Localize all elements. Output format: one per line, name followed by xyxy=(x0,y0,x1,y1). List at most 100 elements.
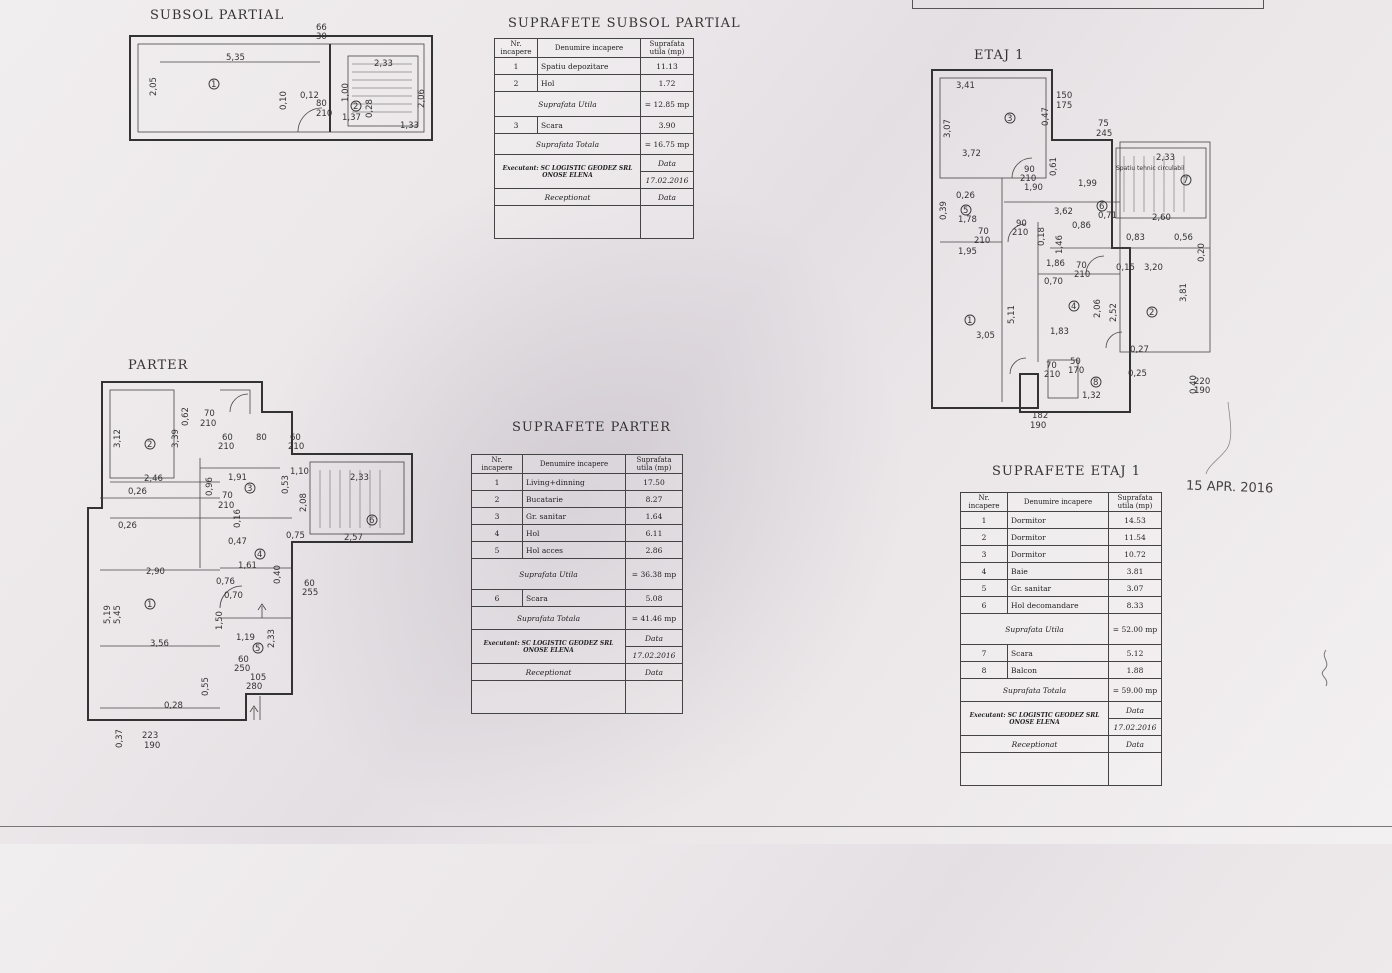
svg-text:2,06: 2,06 xyxy=(1093,299,1103,318)
svg-text:210: 210 xyxy=(218,442,234,452)
svg-text:1,19: 1,19 xyxy=(236,633,255,643)
svg-text:3: 3 xyxy=(1007,114,1012,124)
svg-text:1,32: 1,32 xyxy=(1082,391,1101,401)
svg-text:2,05: 2,05 xyxy=(149,77,159,96)
svg-text:3,41: 3,41 xyxy=(956,81,975,91)
svg-text:1,83: 1,83 xyxy=(1050,327,1069,337)
svg-text:0,26: 0,26 xyxy=(118,521,137,531)
svg-text:6: 6 xyxy=(369,516,374,526)
svg-text:170: 170 xyxy=(1068,366,1084,376)
total-row: Suprafata Totala = 59.00 mp xyxy=(960,678,1162,702)
svg-text:70: 70 xyxy=(222,491,233,501)
svg-text:0,75: 0,75 xyxy=(286,531,305,541)
svg-text:3,07: 3,07 xyxy=(943,119,953,138)
svg-text:6: 6 xyxy=(1099,202,1104,212)
svg-text:1,50: 1,50 xyxy=(215,611,225,630)
area-table-parter: Nr. incapere Denumire incapere Suprafata… xyxy=(471,454,683,714)
util-row: Suprafata Utila = 36.38 mp xyxy=(471,558,683,590)
svg-text:90: 90 xyxy=(1024,165,1035,175)
svg-text:2,33: 2,33 xyxy=(350,473,369,483)
svg-text:0,70: 0,70 xyxy=(224,591,243,601)
svg-text:0,37: 0,37 xyxy=(115,729,125,748)
svg-text:0,18: 0,18 xyxy=(1037,227,1047,246)
svg-text:50: 50 xyxy=(1070,357,1081,367)
svg-text:3,39: 3,39 xyxy=(171,429,181,448)
svg-text:1,00: 1,00 xyxy=(341,83,351,102)
svg-text:2,33: 2,33 xyxy=(267,629,277,648)
svg-text:5,45: 5,45 xyxy=(113,605,123,624)
table-title-subsol: SUPRAFETE SUBSOL PARTIAL xyxy=(508,16,741,31)
svg-text:210: 210 xyxy=(288,442,304,452)
plan-title-etaj: ETAJ 1 xyxy=(974,48,1025,63)
svg-text:210: 210 xyxy=(974,236,990,246)
svg-text:0,47: 0,47 xyxy=(228,537,247,547)
svg-text:1,33: 1,33 xyxy=(400,121,419,131)
svg-text:220: 220 xyxy=(1194,377,1210,387)
svg-text:245: 245 xyxy=(1096,129,1112,139)
svg-text:0,96: 0,96 xyxy=(205,477,215,496)
svg-text:182: 182 xyxy=(1032,411,1048,421)
receptionat-row: Receptionat Data xyxy=(471,663,683,681)
area-table-subsol: Nr. incapere Denumire incapere Suprafata… xyxy=(494,38,694,239)
svg-text:280: 280 xyxy=(246,682,262,692)
svg-text:0,25: 0,25 xyxy=(1128,369,1147,379)
col-header-denumire: Denumire incapere xyxy=(537,38,641,58)
svg-text:210: 210 xyxy=(1020,174,1036,184)
util-row: Suprafata Utila = 52.00 mp xyxy=(960,613,1162,645)
svg-text:1,95: 1,95 xyxy=(958,247,977,257)
executant-row: Executant: SC LOGISTIC GEODEZ SRL ONOSE … xyxy=(471,629,683,664)
svg-text:5,19: 5,19 xyxy=(103,605,113,624)
col-header-suprafata: Suprafata utila (mp) xyxy=(1108,492,1162,512)
svg-text:1,61: 1,61 xyxy=(238,561,257,571)
svg-text:1: 1 xyxy=(211,80,216,90)
svg-text:0,40: 0,40 xyxy=(273,565,283,584)
col-header-nr: Nr. incapere xyxy=(494,38,538,58)
svg-text:70: 70 xyxy=(1046,361,1057,371)
svg-text:3: 3 xyxy=(247,484,252,494)
table-row: 2 Hol 1.72 xyxy=(494,74,694,92)
svg-text:60: 60 xyxy=(290,433,301,443)
top-frame-edge xyxy=(912,0,1264,9)
table-title-parter: SUPRAFETE PARTER xyxy=(512,420,672,435)
svg-text:0,40: 0,40 xyxy=(1189,375,1199,394)
receptionat-row: Receptionat Data xyxy=(960,735,1162,753)
svg-text:3,12: 3,12 xyxy=(113,429,123,448)
svg-text:0,55: 0,55 xyxy=(201,677,211,696)
bottom-frame-edge xyxy=(0,826,1392,827)
svg-text:80: 80 xyxy=(256,433,267,443)
svg-text:0,12: 0,12 xyxy=(300,91,319,101)
svg-text:60: 60 xyxy=(238,655,249,665)
svg-text:2,60: 2,60 xyxy=(1152,213,1171,223)
svg-text:5,11: 5,11 xyxy=(1007,305,1017,324)
svg-text:5: 5 xyxy=(255,644,260,654)
svg-text:0,26: 0,26 xyxy=(128,487,147,497)
svg-text:70: 70 xyxy=(204,409,215,419)
svg-text:0,28: 0,28 xyxy=(164,701,183,711)
pencil-mark xyxy=(1205,401,1232,475)
svg-text:210: 210 xyxy=(1074,270,1090,280)
svg-text:1,99: 1,99 xyxy=(1078,179,1097,189)
svg-text:175: 175 xyxy=(1056,101,1072,111)
svg-text:0,56: 0,56 xyxy=(1174,233,1193,243)
svg-text:0,26: 0,26 xyxy=(956,191,975,201)
util-row: Suprafata Utila = 12.85 mp xyxy=(494,91,694,117)
svg-text:2,90: 2,90 xyxy=(146,567,165,577)
svg-text:Spatiu tehnic circulabil: Spatiu tehnic circulabil xyxy=(1116,165,1185,172)
svg-text:105: 105 xyxy=(250,673,266,683)
floor-plan-parter: 2 1 3 4 5 6 3,12 3,39 0,62 70 210 60 210… xyxy=(87,381,413,751)
svg-text:70: 70 xyxy=(978,227,989,237)
svg-text:3,20: 3,20 xyxy=(1144,263,1163,273)
svg-text:2,57: 2,57 xyxy=(344,533,363,543)
svg-text:3,05: 3,05 xyxy=(976,331,995,341)
svg-text:3,81: 3,81 xyxy=(1179,283,1189,302)
svg-text:255: 255 xyxy=(302,588,318,598)
svg-text:2,08: 2,08 xyxy=(299,493,309,512)
svg-text:80: 80 xyxy=(316,99,327,109)
svg-text:5,35: 5,35 xyxy=(226,53,245,63)
table-row: 1 Spatiu depozitare 11.13 xyxy=(494,57,694,75)
